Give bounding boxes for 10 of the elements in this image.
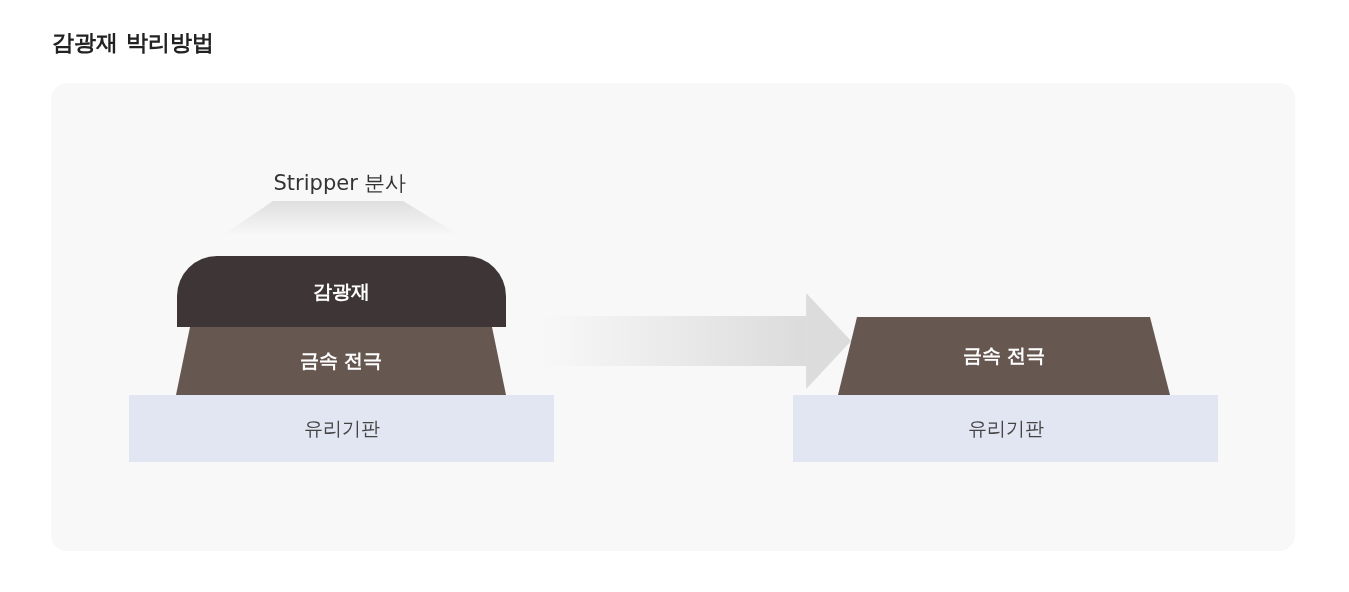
layer-label: 감광재: [313, 278, 370, 304]
layer-label: 금속 전극: [299, 348, 383, 373]
photoresist-layer: [177, 256, 506, 327]
layer-label: 금속 전극: [962, 343, 1046, 368]
diagram-title: 감광재 박리방법: [52, 29, 214, 57]
layer-label: 유리기판: [967, 415, 1044, 441]
glass-substrate-layer: [793, 395, 1218, 462]
spray-label: Stripper 분사: [272, 170, 408, 197]
layer-label: 유리기판: [303, 415, 380, 441]
glass-substrate-layer: [129, 395, 554, 462]
